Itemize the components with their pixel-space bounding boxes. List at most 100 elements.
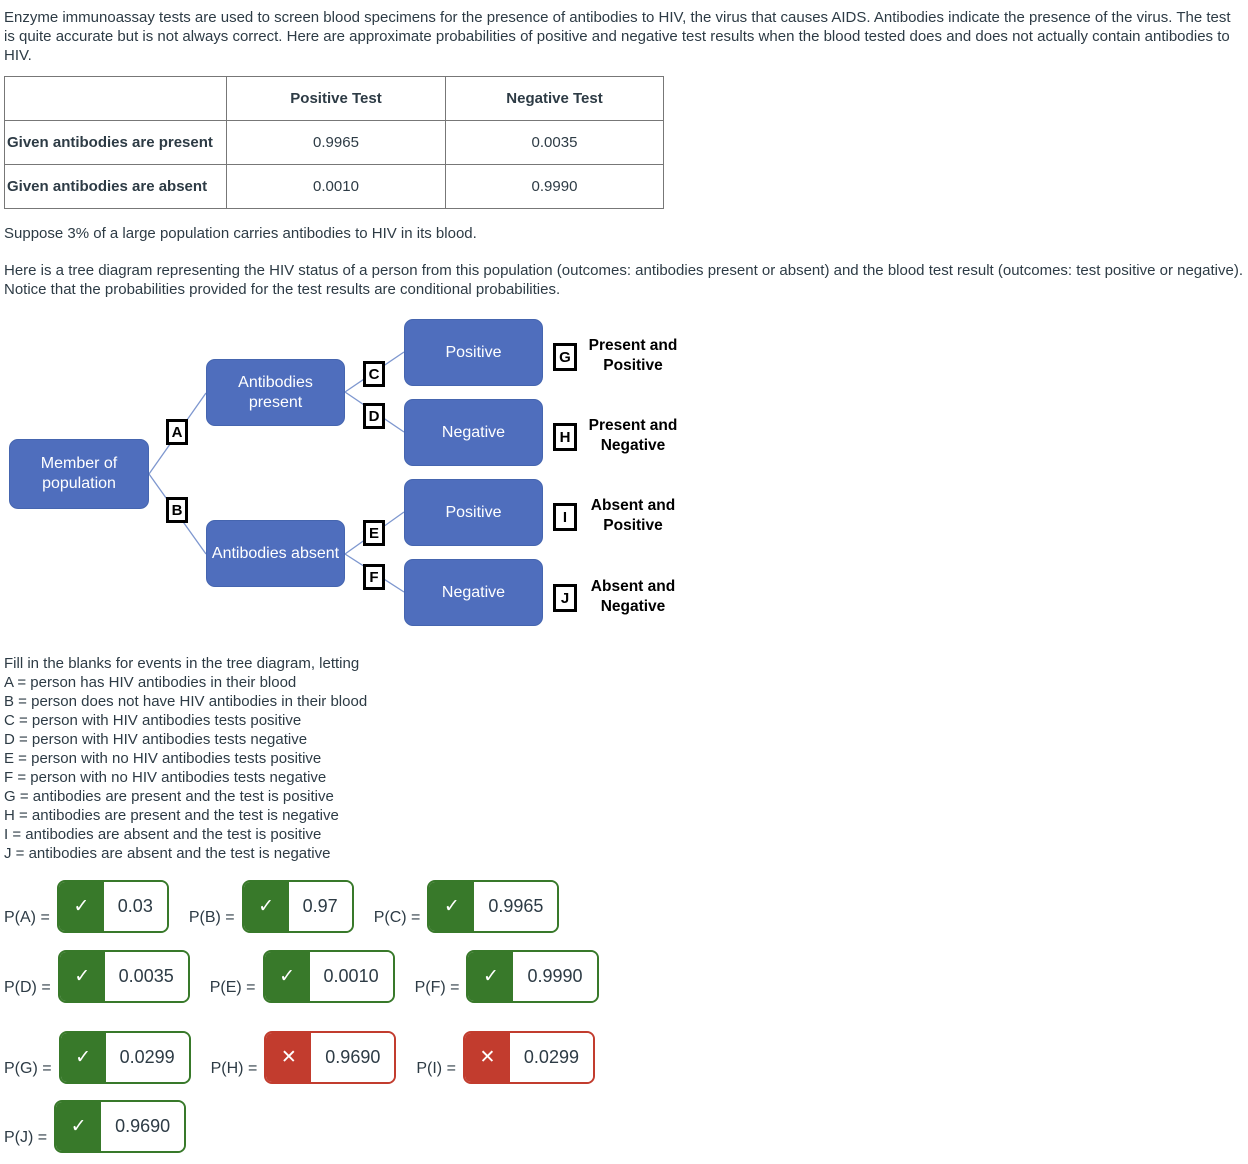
answer-value-pd[interactable]: 0.0035 [104, 952, 188, 1001]
answer-box-pj: ✓ 0.9690 [54, 1100, 187, 1153]
answer-box-pc: ✓ 0.9965 [427, 880, 560, 933]
outcome-line: Positive [603, 357, 663, 374]
answer-box-pe: ✓ 0.0010 [262, 950, 395, 1003]
answer-row-4: P(J) = ✓ 0.9690 [4, 1100, 1244, 1153]
cell-present-positive: 0.9965 [226, 120, 446, 165]
definition-item-g: G = antibodies are present and the test … [4, 788, 334, 805]
tree-node-positive-1: Positive [404, 319, 543, 386]
checkmark-icon: ✓ [60, 1033, 106, 1082]
answer-label-pi: P(I) = [416, 1060, 456, 1077]
answer-value-pe[interactable]: 0.0010 [309, 952, 393, 1001]
tree-tag-i: I [553, 503, 577, 531]
checkmark-icon: ✓ [58, 882, 104, 931]
checkmark-icon: ✓ [243, 882, 289, 931]
answer-value-pj[interactable]: 0.9690 [101, 1102, 185, 1151]
outcome-line: Absent and [590, 497, 676, 514]
answer-label-pf: P(F) = [414, 979, 460, 996]
cell-absent-positive: 0.0010 [226, 164, 446, 209]
outcome-line: Absent and [590, 578, 676, 595]
answer-label-pe: P(E) = [209, 979, 256, 996]
answer-box-pd: ✓ 0.0035 [57, 950, 190, 1003]
tree-node-negative-1: Negative [404, 399, 543, 466]
table-header-negative: Negative Test [445, 76, 664, 121]
tree-node-negative-2-label: Negative [441, 583, 506, 601]
outcome-line: Negative [600, 437, 666, 454]
answer-value-pi[interactable]: 0.0299 [509, 1033, 593, 1082]
tree-tag-j: J [553, 584, 577, 612]
checkmark-icon: ✓ [429, 882, 475, 931]
outcome-line: Present and [588, 337, 678, 354]
answer-group-pg: P(G) = ✓ 0.0299 [4, 1031, 191, 1084]
outcome-absent-positive: Absent and Positive [581, 496, 685, 536]
definition-item-f: F = person with no HIV antibodies tests … [4, 769, 327, 786]
definition-item-h: H = antibodies are present and the test … [4, 807, 339, 824]
tree-node-antibodies-absent: Antibodies absent [206, 520, 345, 587]
answer-group-ph: P(H) = ✕ 0.9690 [211, 1031, 397, 1084]
answer-box-pf: ✓ 0.9990 [466, 950, 599, 1003]
outcome-line: Negative [600, 598, 666, 615]
row-header-present: Given antibodies are present [4, 120, 227, 165]
checkmark-icon: ✓ [56, 1102, 102, 1151]
answer-value-ph[interactable]: 0.9690 [311, 1033, 395, 1082]
tree-node-member-label: Member of population [40, 455, 118, 492]
tree-letter-f: F [363, 564, 385, 590]
tree-tag-g: G [553, 343, 577, 371]
tree-node-positive-1-label: Positive [445, 343, 502, 361]
answer-box-ph: ✕ 0.9690 [264, 1031, 397, 1084]
answer-value-pb[interactable]: 0.97 [288, 882, 352, 931]
tree-letter-e: E [363, 520, 385, 546]
table-header-positive: Positive Test [226, 76, 446, 121]
answer-group-pi: P(I) = ✕ 0.0299 [416, 1031, 595, 1084]
answer-box-pg: ✓ 0.0299 [58, 1031, 191, 1084]
answers-section: P(A) = ✓ 0.03 P(B) = ✓ 0.97 P(C) = ✓ 0.9… [4, 880, 1244, 1153]
definition-item-b: B = person does not have HIV antibodies … [4, 693, 368, 710]
cell-absent-negative: 0.9990 [445, 164, 664, 209]
answer-group-pe: P(E) = ✓ 0.0010 [210, 950, 395, 1003]
tree-letter-b: B [166, 497, 188, 523]
definition-item-a: A = person has HIV antibodies in their b… [4, 674, 297, 691]
tree-node-present-label: Antibodies present [238, 373, 313, 411]
cell-present-negative: 0.0035 [445, 120, 664, 165]
answer-label-pg: P(G) = [4, 1060, 52, 1077]
checkmark-icon: ✓ [59, 952, 105, 1001]
answer-group-pc: P(C) = ✓ 0.9965 [374, 880, 560, 933]
tree-intro-paragraph: Here is a tree diagram representing the … [4, 262, 1243, 298]
answer-box-pa: ✓ 0.03 [56, 880, 169, 933]
probability-table: Positive Test Negative Test Given antibo… [4, 76, 664, 209]
tree-node-positive-2-label: Positive [445, 503, 502, 521]
answer-label-pj: P(J) = [4, 1129, 48, 1146]
definition-item-i: I = antibodies are absent and the test i… [4, 826, 322, 843]
answer-group-pf: P(F) = ✓ 0.9990 [415, 950, 599, 1003]
answer-value-pg[interactable]: 0.0299 [105, 1033, 189, 1082]
answer-value-pc[interactable]: 0.9965 [474, 882, 558, 931]
table-row-absent: Given antibodies are absent 0.0010 0.999… [4, 164, 664, 209]
intro-paragraph: Enzyme immunoassay tests are used to scr… [4, 9, 1231, 64]
tree-node-absent-label: Antibodies absent [211, 544, 340, 562]
checkmark-icon: ✓ [468, 952, 514, 1001]
answer-row-1: P(A) = ✓ 0.03 P(B) = ✓ 0.97 P(C) = ✓ 0.9… [4, 880, 1244, 933]
answer-value-pf[interactable]: 0.9990 [513, 952, 597, 1001]
definition-item-d: D = person with HIV antibodies tests neg… [4, 731, 308, 748]
answer-label-pd: P(D) = [4, 979, 51, 996]
answer-group-pa: P(A) = ✓ 0.03 [4, 880, 169, 933]
tree-node-positive-2: Positive [404, 479, 543, 546]
answer-value-pa[interactable]: 0.03 [103, 882, 167, 931]
outcome-absent-negative: Absent and Negative [581, 577, 685, 617]
table-row-present: Given antibodies are present 0.9965 0.00… [4, 120, 664, 165]
tree-node-antibodies-present: Antibodies present [206, 359, 345, 426]
tree-diagram: Member of population A B Antibodies pres… [4, 318, 1244, 638]
answer-group-pd: P(D) = ✓ 0.0035 [4, 950, 190, 1003]
definitions-block: Fill in the blanks for events in the tre… [4, 654, 1244, 863]
answer-label-ph: P(H) = [210, 1060, 258, 1077]
answer-row-2: P(D) = ✓ 0.0035 P(E) = ✓ 0.0010 P(F) = ✓… [4, 950, 1244, 1003]
tree-node-member: Member of population [9, 439, 149, 509]
tree-letter-a: A [166, 419, 188, 445]
tree-letter-d: D [363, 403, 385, 429]
row-header-absent: Given antibodies are absent [4, 164, 227, 209]
answer-box-pb: ✓ 0.97 [241, 880, 354, 933]
definition-item-e: E = person with no HIV antibodies tests … [4, 750, 322, 767]
answer-label-pc: P(C) = [373, 909, 421, 926]
answer-label-pa: P(A) = [4, 909, 50, 926]
tree-node-negative-1-label: Negative [441, 423, 506, 441]
outcome-present-positive: Present and Positive [581, 336, 685, 376]
